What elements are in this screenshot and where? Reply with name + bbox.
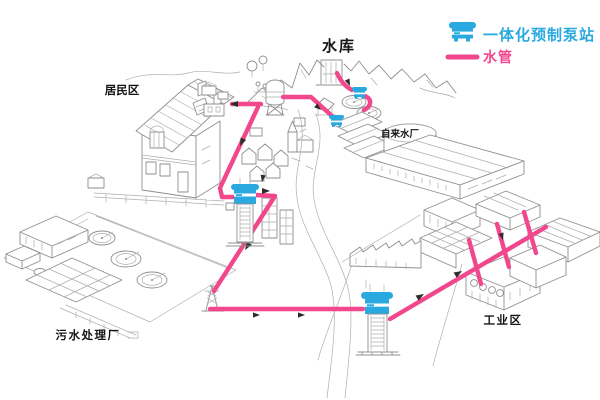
dam	[315, 59, 349, 86]
pump-station-B	[225, 177, 265, 247]
sewage-treatment-plant	[3, 211, 237, 339]
pipe-residential-to-pumpB	[217, 104, 261, 200]
industrial-area	[341, 190, 600, 311]
pipe-dam-to-pump	[334, 70, 355, 93]
pump-station-icon	[449, 22, 476, 42]
label-reservoir: 水库	[322, 37, 356, 55]
pipe-pumpB-to-sewage	[211, 192, 278, 294]
park-trees	[201, 55, 269, 117]
label-sewage-plant: 污水处理厂	[56, 328, 121, 342]
pipe-pumpC-to-industrial	[387, 224, 549, 322]
label-industrial: 工业区	[484, 313, 523, 327]
pipe-branch-3	[521, 209, 539, 256]
pump-station-small-2	[329, 115, 344, 127]
tap-water-plant	[331, 95, 525, 200]
town-cluster	[239, 117, 314, 245]
power-pylon	[201, 285, 225, 312]
label-tap-water-plant: 自来水厂	[381, 128, 420, 140]
pipe-branch-2	[494, 221, 512, 270]
water-tower	[265, 79, 285, 116]
pipe-branch-1	[466, 237, 484, 287]
pump-station-small-1	[352, 87, 367, 99]
walkway	[93, 192, 225, 208]
legend-pump-label: 一体化预制泵站	[483, 26, 595, 44]
legend-pipe-label: 水管	[483, 49, 513, 65]
label-residential: 居民区	[105, 84, 140, 97]
legend: 一体化预制泵站 水管	[445, 22, 595, 65]
water-pipes	[207, 70, 549, 322]
pipe-pump-to-clarifier	[361, 93, 373, 113]
pipe-tower-to-plant	[280, 94, 335, 119]
pump-station-C	[355, 279, 401, 356]
